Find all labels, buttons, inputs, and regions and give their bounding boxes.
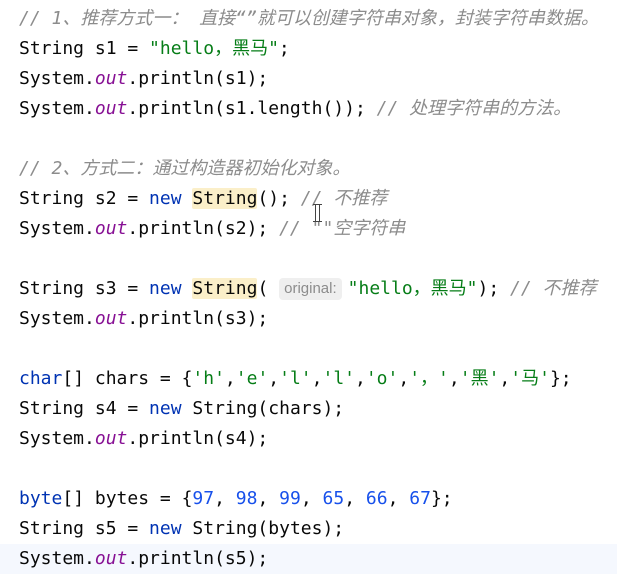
code-token: System. — [19, 218, 95, 239]
blank-line[interactable] — [0, 124, 617, 154]
code-token: , — [257, 488, 280, 509]
code-token: String s1 = — [19, 38, 150, 59]
code-token: , — [311, 368, 323, 389]
code-token: , — [300, 488, 323, 509]
blank-line[interactable] — [0, 334, 617, 364]
code-number: 98 — [235, 488, 258, 509]
code-keyword: byte — [19, 488, 63, 509]
code-line[interactable]: System.out.println(s1.length()); // 处理字符… — [0, 94, 617, 124]
code-token: .println(s4); — [127, 428, 269, 449]
code-line[interactable]: String s3 = new String( original:"hello，… — [0, 274, 617, 304]
parameter-hint: original: — [279, 278, 342, 300]
code-line[interactable]: String s4 = new String(chars); — [0, 394, 617, 424]
code-token: String s3 = — [19, 278, 150, 299]
code-line[interactable]: String s1 = "hello，黑马"; — [0, 34, 617, 64]
code-token: , — [344, 488, 366, 509]
code-string: 'l' — [279, 368, 312, 389]
code-field: out — [94, 98, 128, 119]
code-token: ( — [257, 278, 280, 299]
code-number: 67 — [409, 488, 431, 509]
code-line[interactable]: System.out.println(s2); // ""空字符串 — [0, 214, 617, 244]
code-comment: // 2、方式二：通过构造器初始化对象。 — [19, 158, 351, 179]
code-token: String(chars); — [192, 398, 345, 419]
code-keyword: new — [149, 398, 193, 419]
code-number: 65 — [322, 488, 345, 509]
code-comment: // 不推荐 — [300, 188, 388, 209]
code-string: 'o' — [365, 368, 399, 389]
code-token: }; — [430, 488, 453, 509]
code-token: ; — [278, 38, 290, 59]
code-string: '马' — [510, 368, 550, 389]
code-token: System. — [19, 548, 95, 569]
code-comment: // 不推荐 — [510, 278, 597, 299]
code-comment: // 1、推荐方式一： 直接“”就可以创建字符串对象，封装字符串数据。 — [19, 8, 599, 29]
code-token: , — [214, 488, 236, 509]
code-token: String s4 = — [19, 398, 150, 419]
code-token: String s2 = — [19, 188, 150, 209]
code-line[interactable]: char[] chars = {'h','e','l','l','o','，',… — [0, 364, 617, 394]
text-cursor-icon — [313, 204, 322, 222]
code-token: System. — [19, 98, 95, 119]
code-string: 'e' — [235, 368, 269, 389]
code-token: , — [224, 368, 236, 389]
code-string: '，' — [409, 368, 449, 389]
code-keyword: new — [149, 278, 193, 299]
code-token: .println(s1); — [127, 68, 269, 89]
code-token: String s5 = — [19, 518, 150, 539]
code-token: , — [398, 368, 410, 389]
code-token: , — [355, 368, 366, 389]
code-token: [] chars = { — [62, 368, 193, 389]
code-field: out — [94, 218, 128, 239]
code-field: out — [94, 308, 128, 329]
code-token: (); — [257, 188, 301, 209]
blank-line[interactable] — [0, 454, 617, 484]
code-token: ); — [477, 278, 511, 299]
code-token: System. — [19, 68, 95, 89]
code-number: 97 — [192, 488, 215, 509]
code-comment: // 处理字符串的方法。 — [376, 98, 572, 119]
code-field: out — [94, 548, 128, 569]
code-token: , — [499, 368, 511, 389]
highlighted-identifier: String — [192, 188, 258, 209]
code-line[interactable]: System.out.println(s3); — [0, 304, 617, 334]
code-token: .println(s2); — [127, 218, 280, 239]
code-keyword: new — [149, 518, 193, 539]
code-line[interactable]: byte[] bytes = {97, 98, 99, 65, 66, 67}; — [0, 484, 617, 514]
code-line[interactable]: String s5 = new String(bytes); — [0, 514, 617, 544]
code-token: System. — [19, 428, 95, 449]
code-line[interactable]: System.out.println(s5); — [0, 544, 617, 574]
code-line[interactable]: // 1、推荐方式一： 直接“”就可以创建字符串对象，封装字符串数据。 — [0, 4, 617, 34]
code-string: '黑' — [459, 368, 500, 389]
code-token: [] bytes = { — [62, 488, 193, 509]
code-line[interactable]: String s2 = new String(); // 不推荐 — [0, 184, 617, 214]
code-keyword: new — [149, 188, 193, 209]
code-string: "hello，黑马" — [347, 278, 478, 299]
code-token: }; — [549, 368, 572, 389]
code-line[interactable]: System.out.println(s4); — [0, 424, 617, 454]
code-token: .println(s3); — [127, 308, 269, 329]
code-token: , — [387, 488, 410, 509]
code-line[interactable]: // 2、方式二：通过构造器初始化对象。 — [0, 154, 617, 184]
code-line[interactable]: System.out.println(s1); — [0, 64, 617, 94]
code-string: 'l' — [322, 368, 355, 389]
code-token: String(bytes); — [192, 518, 345, 539]
code-token: System. — [19, 308, 95, 329]
highlighted-identifier: String — [192, 278, 258, 299]
code-number: 66 — [365, 488, 388, 509]
code-keyword: char — [19, 368, 63, 389]
code-string: "hello，黑马" — [149, 38, 279, 59]
blank-line[interactable] — [0, 244, 617, 274]
code-token: , — [268, 368, 280, 389]
code-number: 99 — [279, 488, 301, 509]
code-field: out — [94, 428, 128, 449]
code-field: out — [94, 68, 128, 89]
code-token: .println(s1.length()); — [127, 98, 377, 119]
code-string: 'h' — [192, 368, 225, 389]
code-token: , — [448, 368, 460, 389]
code-token: .println(s5); — [127, 548, 269, 569]
code-comment: // ""空字符串 — [279, 218, 406, 239]
